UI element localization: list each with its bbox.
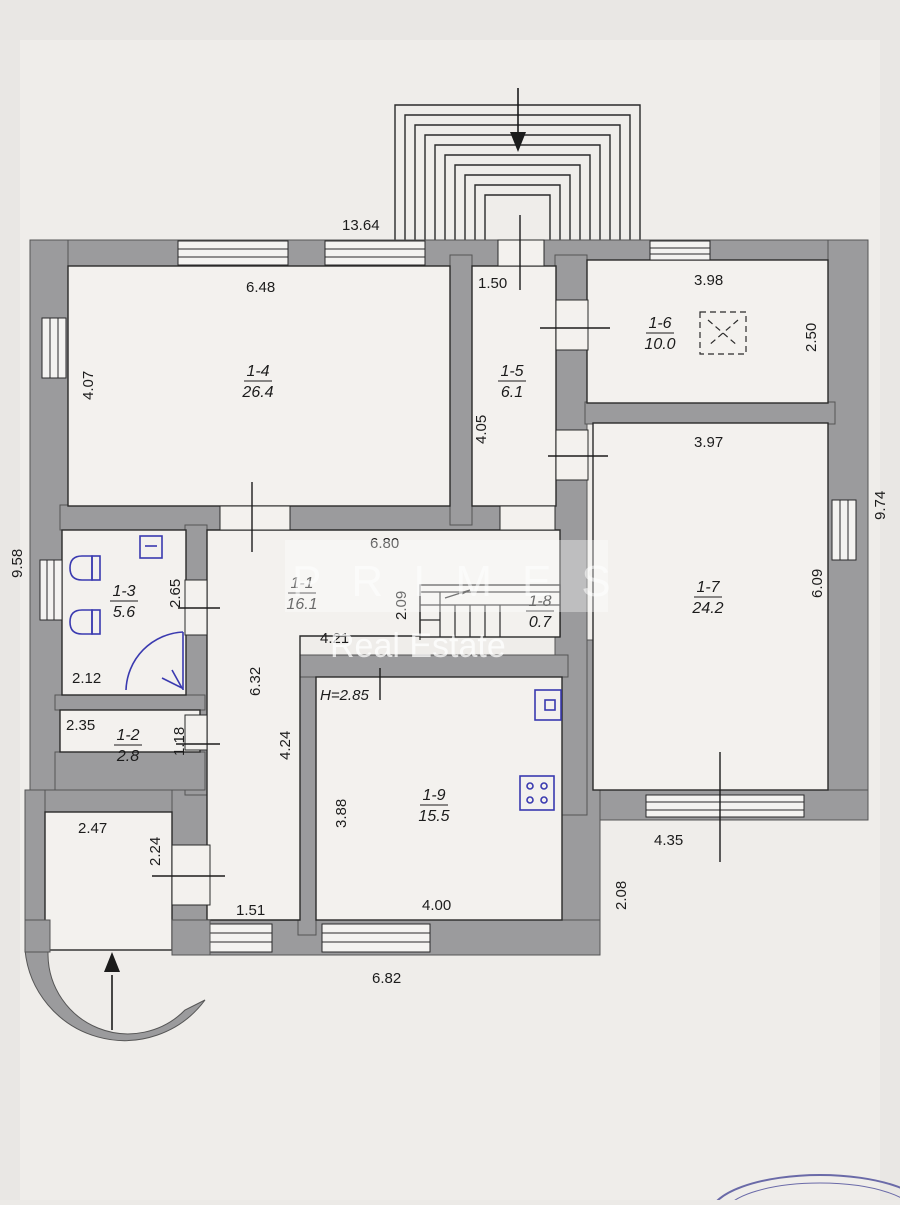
dim-r17-height: 6.09 — [809, 569, 826, 598]
room-1-3-area — [61, 529, 187, 696]
staircase — [419, 589, 560, 640]
room-number: 1-1 — [290, 575, 313, 592]
room-fills — [44, 259, 829, 951]
dim-overall-top: 13.64 — [342, 217, 380, 234]
room-area: 15.5 — [418, 808, 449, 825]
room-label-1-2: 1-22.8 — [114, 727, 142, 765]
room-1-6-area — [586, 259, 829, 404]
room-number: 1-4 — [246, 363, 269, 380]
dim-r14-width: 6.48 — [246, 279, 275, 296]
room-number: 1-2 — [116, 727, 139, 744]
dim-overall-right: 9.74 — [872, 491, 889, 520]
room-label-1-4: 1-4 26.4 — [241, 363, 273, 401]
room-label-1-9: 1-9 15.5 — [418, 787, 449, 825]
dim-r13-width: 2.12 — [72, 670, 101, 687]
room-area: 2.8 — [116, 748, 139, 765]
dim-hall-length: 6.32 — [247, 667, 264, 696]
entry-arrow-top — [510, 88, 526, 152]
dim-r12-width: 2.35 — [66, 717, 95, 734]
room-label-1-8: 1-80.7 — [526, 593, 554, 631]
dim-hall-lower: 4.24 — [277, 731, 294, 760]
entry-vestibule-area — [44, 811, 173, 951]
room-labels: 1-426.41-56.11-610.01-724.21-35.61-22.81… — [110, 315, 724, 825]
room-number: 1-5 — [500, 363, 523, 380]
dim-stair-height: 2.09 — [393, 591, 410, 620]
boiler-symbol — [699, 311, 747, 355]
room-number: 1-8 — [528, 593, 551, 610]
bathroom-fixtures — [69, 535, 184, 691]
room-number: 1-9 — [422, 787, 445, 804]
room-area: 16.1 — [286, 596, 317, 613]
dim-r13-height: 2.65 — [167, 579, 184, 608]
door-marks — [152, 215, 721, 877]
dim-offset-right: 2.08 — [613, 881, 630, 910]
dim-r17-bottom: 4.35 — [654, 832, 683, 849]
windows — [39, 240, 857, 953]
dim-r14-height: 4.07 — [80, 371, 97, 400]
dim-r16-height: 2.50 — [803, 323, 820, 352]
room-label-1-1: 1-1 16.1 — [286, 575, 317, 613]
dimension-labels: 13.64 9.58 9.74 6.82 6.48 4.07 1.50 4.05… — [9, 217, 889, 987]
dim-r15-width: 1.50 — [478, 275, 507, 292]
entry-bay — [24, 919, 211, 1042]
dim-ceiling-height: H=2.85 — [320, 687, 369, 704]
room-area: 5.6 — [113, 604, 135, 621]
dim-overall-left: 9.58 — [9, 549, 26, 578]
room-area: 26.4 — [241, 384, 273, 401]
dim-entry-depth: 2.24 — [147, 837, 164, 866]
dim-entry-width: 2.47 — [78, 820, 107, 837]
watermark: PRIMES Real Estate — [285, 540, 641, 665]
dim-hall-bottom: 1.51 — [236, 902, 265, 919]
door-openings — [171, 239, 589, 906]
dim-r17-width: 3.97 — [694, 434, 723, 451]
room-1-4-area — [67, 265, 451, 507]
room-label-1-6: 1-6 10.0 — [644, 315, 675, 353]
room-label-1-5: 1-56.1 — [498, 363, 526, 401]
room-label-1-3: 1-35.6 — [110, 583, 138, 621]
dim-stair-length: 4.21 — [320, 630, 349, 647]
dim-r16-width: 3.98 — [694, 272, 723, 289]
dim-overall-bottom: 6.82 — [372, 970, 401, 987]
room-area: 6.1 — [501, 384, 523, 401]
room-number: 1-6 — [648, 315, 671, 332]
watermark-brand: PRIMES — [292, 557, 641, 606]
dim-corridor-width: 6.80 — [370, 535, 399, 552]
stamp-fragment — [712, 1174, 900, 1205]
room-1-9-area — [315, 676, 563, 921]
dim-r19-height: 3.88 — [333, 799, 350, 828]
watermark-tagline: Real Estate — [330, 627, 506, 665]
entry-arrow-bottom — [104, 952, 120, 1030]
room-label-1-7: 1-7 24.2 — [691, 579, 723, 617]
room-area: 0.7 — [529, 614, 552, 631]
room-1-7-area — [592, 422, 829, 791]
dim-r12-height: 1.18 — [171, 727, 188, 756]
room-area: 10.0 — [644, 336, 675, 353]
dim-r15-height: 4.05 — [473, 415, 490, 444]
room-number: 1-7 — [696, 579, 720, 596]
dim-r19-width: 4.00 — [422, 897, 451, 914]
kitchen-fixtures — [519, 689, 562, 811]
room-number: 1-3 — [112, 583, 135, 600]
room-area: 24.2 — [691, 600, 723, 617]
